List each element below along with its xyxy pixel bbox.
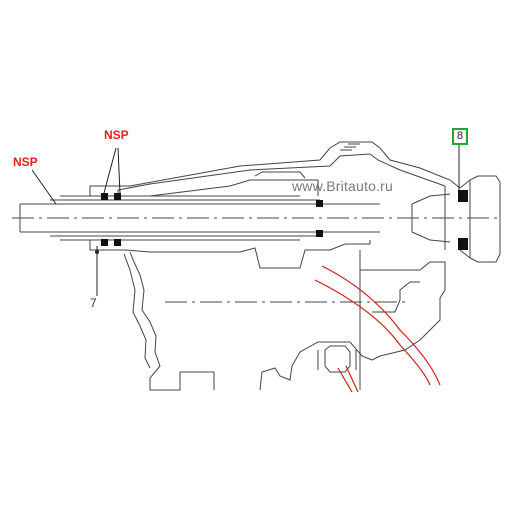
leader-nsp-top-a [103, 147, 117, 194]
upper-housing [89, 141, 461, 197]
flange-seal-lower [458, 238, 468, 250]
bearing-seal-upper [316, 200, 323, 207]
callout-7: 7 [90, 296, 97, 310]
callout-8: 8 [452, 128, 468, 145]
output-flange [411, 175, 501, 263]
leader-7-dot [95, 250, 99, 254]
nsp-label-top: NSP [104, 128, 129, 142]
leader-nsp-left [31, 169, 57, 205]
flange-seal-upper [458, 190, 468, 202]
lower-housing [89, 240, 446, 391]
watermark: www.Britauto.ru [292, 178, 394, 194]
leader-nsp-top-b [117, 147, 121, 194]
seal-upper-right [114, 193, 121, 200]
seals [101, 190, 468, 250]
seal-lower-right [114, 239, 121, 246]
seal-upper-left [101, 193, 108, 200]
nsp-label-left: NSP [13, 155, 38, 169]
seal-lower-left [101, 239, 108, 246]
section-cut-lines [314, 265, 441, 393]
bearing-seal-lower [316, 230, 323, 237]
